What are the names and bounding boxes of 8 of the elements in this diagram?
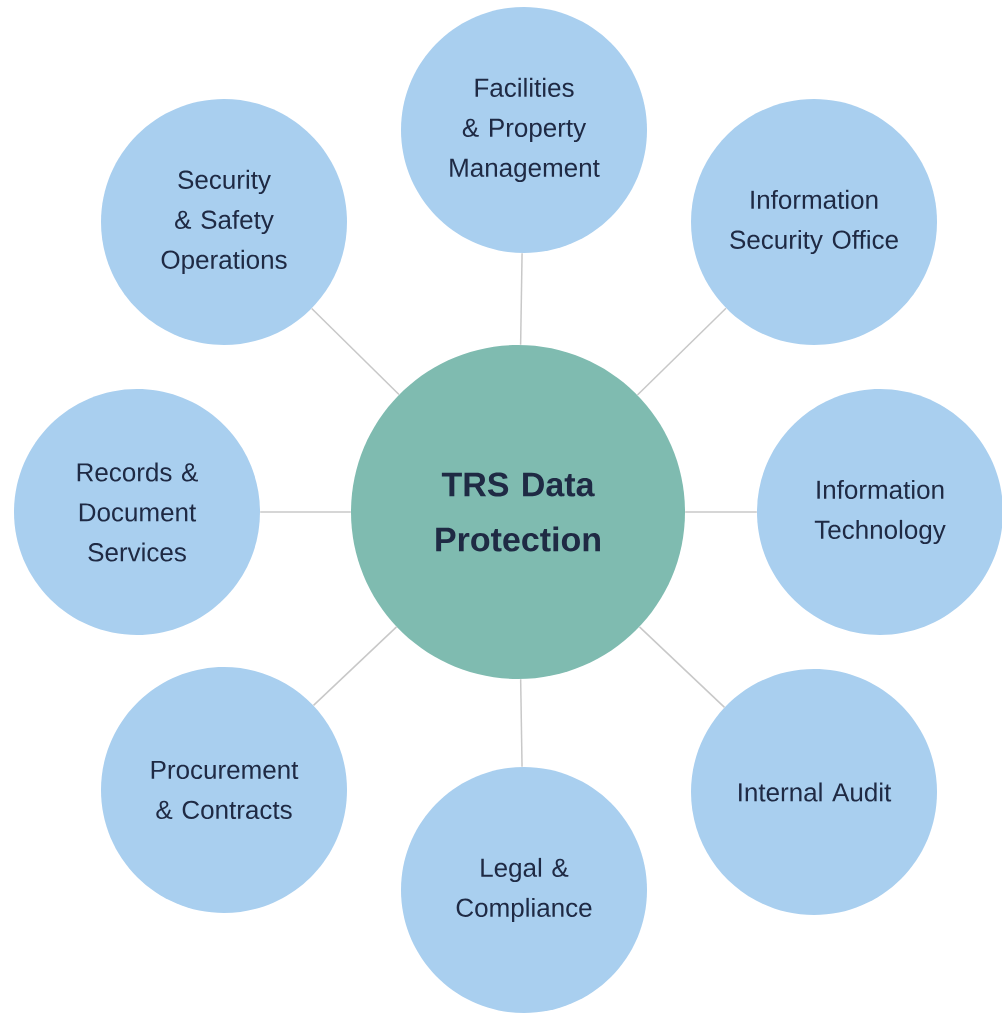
connector-line: [684, 511, 758, 513]
connector-line: [312, 626, 398, 707]
connector-line: [519, 678, 523, 768]
connector-line: [519, 252, 523, 346]
connector-line: [310, 307, 400, 396]
connector-line: [259, 511, 352, 513]
connector-line: [638, 626, 726, 709]
connector-line: [636, 307, 727, 396]
